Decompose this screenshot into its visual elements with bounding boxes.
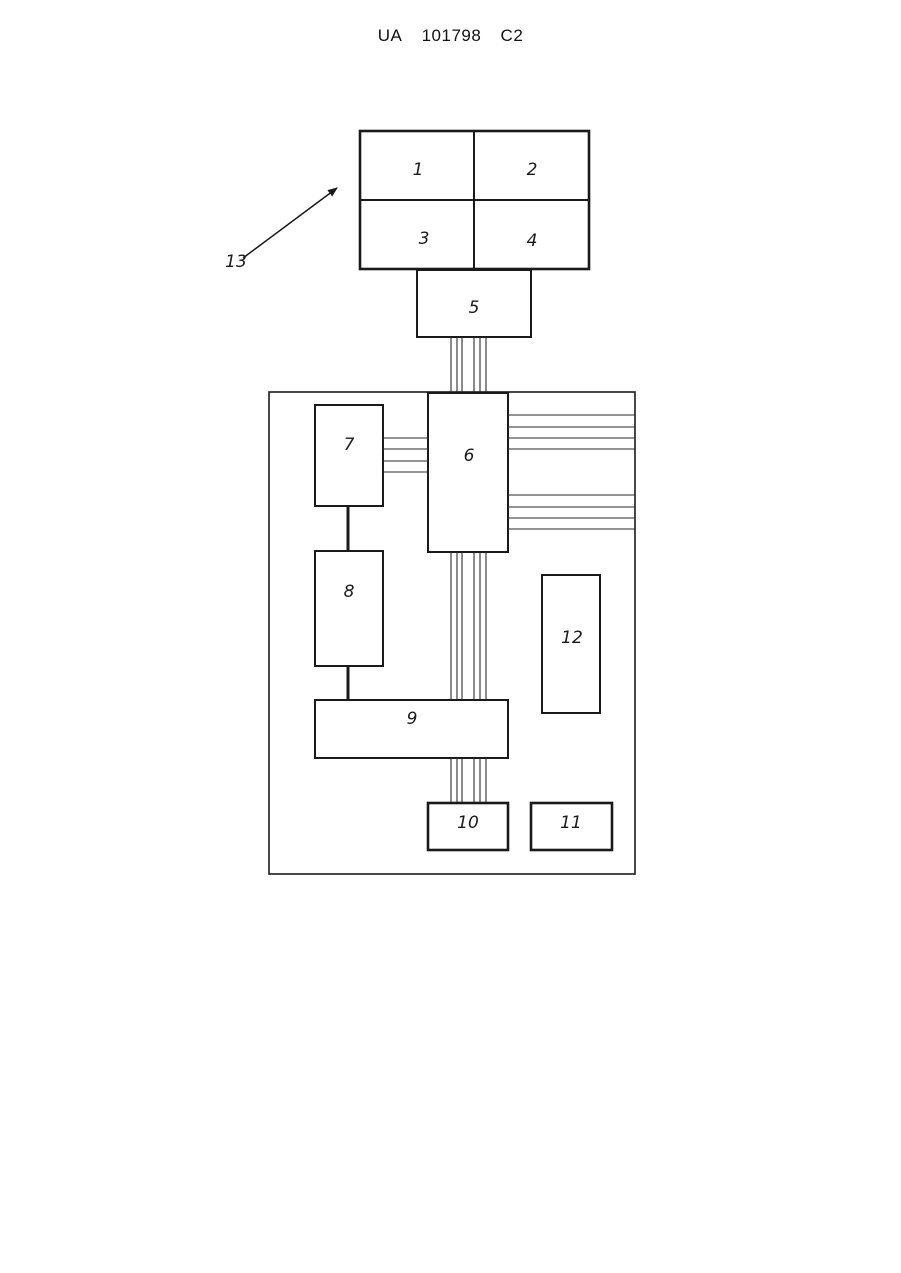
block-9-label: 9: [407, 709, 418, 729]
block-6: [428, 393, 508, 552]
block-12-label: 12: [561, 628, 583, 648]
bus-6-out-upper: [508, 415, 635, 449]
block-8: [315, 551, 383, 666]
sensor-unit: 1 2 3 4: [360, 131, 589, 269]
block-5-label: 5: [469, 298, 480, 318]
bus-5-6: [451, 337, 486, 393]
pointer-13: 13: [225, 188, 337, 272]
pointer-arrow: [243, 188, 337, 258]
bus-9-10: [451, 758, 486, 803]
bus-6-out-lower: [508, 495, 635, 529]
block-7-label: 7: [344, 435, 355, 455]
block-4-label: 4: [527, 231, 538, 251]
block-11-label: 11: [560, 813, 582, 833]
block-1-label: 1: [413, 160, 424, 180]
block-7: [315, 405, 383, 506]
block-2-label: 2: [527, 160, 538, 180]
block-3-label: 3: [419, 229, 430, 249]
block-8-label: 8: [344, 582, 355, 602]
bus-6-9: [451, 552, 486, 700]
block-6-label: 6: [464, 446, 475, 466]
block-10-label: 10: [457, 813, 479, 833]
bus-7-6: [383, 438, 428, 472]
pointer-13-label: 13: [225, 252, 247, 272]
